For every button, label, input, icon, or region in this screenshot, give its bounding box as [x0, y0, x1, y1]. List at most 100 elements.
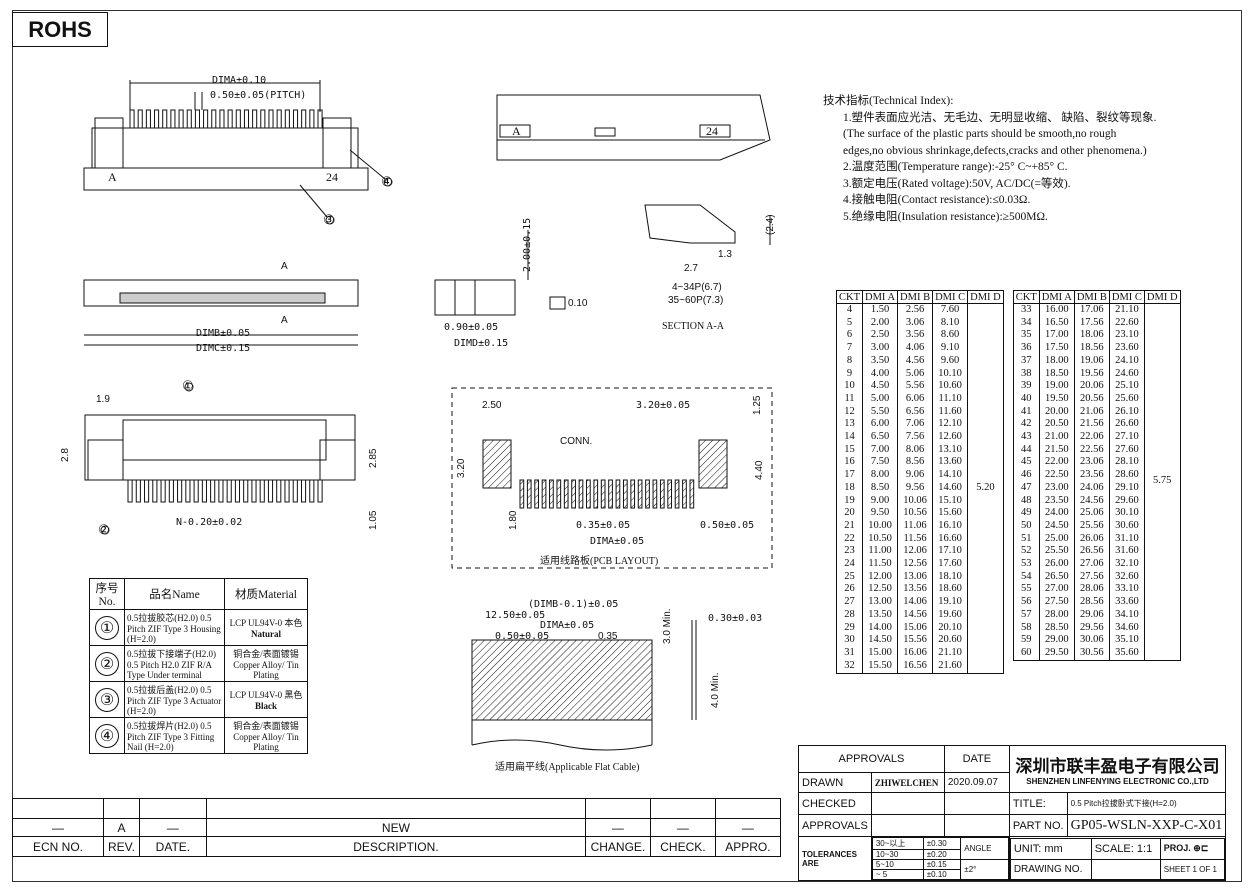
ckt-cell: 27.56: [1073, 570, 1110, 584]
ckt-cell: 4.56: [897, 354, 934, 368]
dim-label: 1.3: [718, 249, 732, 260]
ckt-cell: 16: [836, 456, 863, 470]
pin-mark: [659, 479, 665, 509]
unit-label: UNIT:: [1013, 842, 1042, 855]
ckt-cell: 3.50: [861, 354, 899, 368]
material-table: 序号No. 品名Name 材质Material ① 0.5拉拔胶芯(H2.0) …: [89, 578, 308, 754]
ckt-cell: 18.56: [1073, 342, 1110, 355]
pin-mark: [137, 109, 143, 129]
ckt-header: DMI C: [932, 290, 969, 304]
ckt-cell: 23.60: [1108, 342, 1145, 355]
ckt-cell: 30.56: [1073, 646, 1110, 661]
mat-material: 铜合金/表面镀锡 Copper Alloy/ Tin Plating: [224, 645, 308, 682]
ckt-cell: 17.10: [932, 545, 969, 559]
dim-label: 3.20: [456, 458, 467, 478]
ckt-cell: 23.00: [1038, 481, 1075, 495]
dim-label: 0.30±0.03: [708, 613, 763, 624]
ckt-cell: 9.00: [861, 494, 899, 508]
ckt-cell: 15.10: [932, 494, 969, 508]
ckt-cell: 18.00: [1038, 354, 1075, 368]
ckt-cell: 26.00: [1038, 558, 1075, 571]
tech-item: 5.绝缘电阻(Insulation resistance):≥500MΩ.: [843, 210, 1048, 223]
pin-mark: [622, 479, 628, 509]
tol-range: 30~以上: [871, 837, 924, 850]
rev-letter: A: [103, 818, 140, 837]
drawing-frame: [12, 10, 1242, 882]
ckt-cell: 54: [1012, 570, 1040, 584]
ckt-cell: 12.10: [932, 418, 969, 432]
ckt-header: DMI B: [1073, 290, 1110, 304]
ckt-cell: 8.56: [897, 456, 934, 470]
pin-mark: [178, 109, 184, 129]
part-no-label: PART NO.: [1008, 814, 1068, 837]
pin-mark: [541, 479, 547, 509]
ckt-cell: 16.56: [897, 660, 934, 674]
rev-header: REV.: [103, 836, 140, 857]
pin-mark: [689, 479, 695, 509]
ckt-cell: 24: [836, 558, 863, 571]
part-number-3d: 24: [706, 124, 718, 138]
ckt-cell: 19: [836, 494, 863, 508]
rohs-label: ROHS: [12, 12, 108, 47]
tol-range: ~ 5: [871, 869, 924, 880]
pin-mark: [292, 479, 298, 503]
mat-no: ②: [95, 651, 119, 676]
dim-label: 2.85: [368, 448, 379, 468]
ckt-cell: 35.60: [1108, 646, 1145, 661]
ckt-cell: 16.60: [932, 532, 969, 546]
tech-item: edges,no obvious shrinkage,defects,crack…: [843, 144, 1147, 157]
ckt-header: DMI B: [897, 290, 934, 304]
ckt-cell: 25.50: [1038, 545, 1075, 559]
ckt-cell: 17.60: [932, 558, 969, 571]
ckt-cell: 19.56: [1073, 367, 1110, 381]
section-mark: A: [281, 261, 288, 272]
title-value: 0.5 Pitch拉拔卧式下接(H=2.0): [1066, 792, 1227, 815]
ckt-cell: 20.06: [1073, 380, 1110, 393]
ckt-cell: 16.06: [897, 646, 934, 661]
date-header: DATE.: [138, 836, 207, 857]
mat-name: 0.5拉拔下接端子(H2.0) 0.5 Pitch H2.0 ZIF R/A T…: [124, 645, 225, 682]
ckt-cell: 21.10: [932, 646, 969, 661]
dim-label: 0.35: [598, 631, 618, 642]
ckt-cell: 4.50: [861, 380, 899, 393]
ckt-cell: 58: [1012, 621, 1040, 635]
ckt-cell: 14: [836, 431, 863, 444]
ckt-cell: 52: [1012, 545, 1040, 559]
ckt-cell: 19.10: [932, 596, 969, 609]
pin-mark: [674, 479, 680, 509]
dim-label: 1.25: [752, 395, 763, 415]
ckt-cell: 25.10: [1108, 380, 1145, 393]
ckt-cell: 29.50: [1038, 646, 1075, 661]
ckt-cell: 43: [1012, 431, 1040, 444]
part-letter-3d: A: [512, 124, 521, 138]
ckt-cell: 22.56: [1073, 443, 1110, 457]
dim-label: (2.4): [765, 214, 776, 235]
pin-mark: [259, 479, 265, 503]
pin-mark: [317, 479, 323, 503]
ecn-header: ECN NO.: [12, 836, 104, 857]
ckt-cell: 25.00: [1038, 532, 1075, 546]
date-label: DATE: [943, 745, 1010, 773]
pin-mark: [600, 479, 606, 509]
ckt-cell: 28.56: [1073, 596, 1110, 609]
ckt-cell: 28: [836, 608, 863, 622]
ckt-cell: 13: [836, 418, 863, 432]
ckt-cell: 26.56: [1073, 545, 1110, 559]
dim-label: 4.40: [754, 460, 765, 480]
ckt-dmi-d: 5.20: [967, 303, 1004, 674]
pin-mark: [284, 109, 290, 129]
mat-material-color: Natural: [251, 629, 281, 639]
callout: ②: [98, 522, 110, 537]
ckt-cell: 17.50: [1038, 342, 1075, 355]
ckt-cell: 13.00: [861, 596, 899, 609]
drawing-no-label: DRAWING NO.: [1009, 858, 1092, 880]
tech-item: 3.额定电压(Rated voltage):50V, AC/DC(=等效).: [843, 177, 1071, 190]
